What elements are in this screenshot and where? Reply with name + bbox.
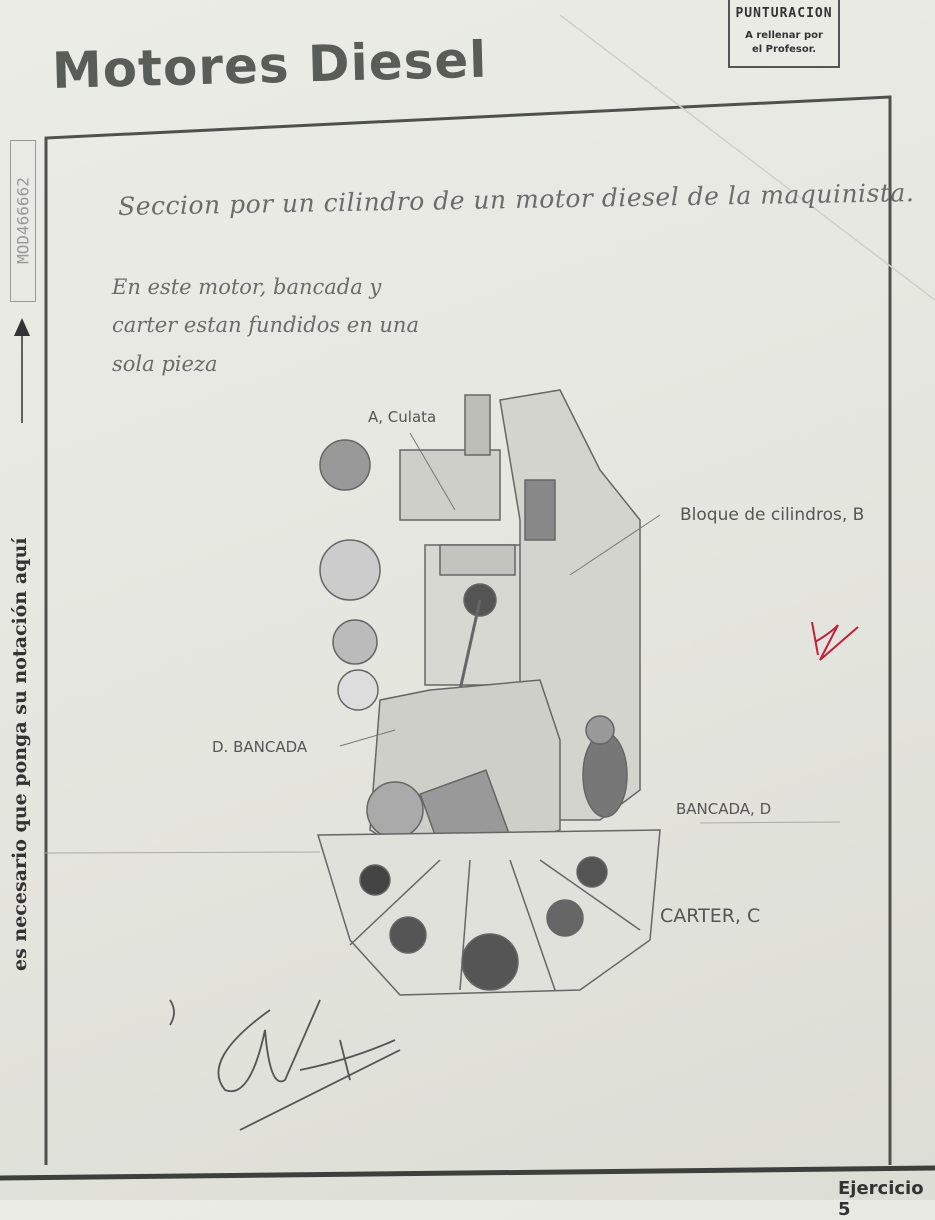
id-stamp: MOD466662 [13,177,33,264]
label-culata: A, Culata [368,408,437,426]
signature-icon [169,999,401,1131]
score-note-line: el Profesor. [751,44,817,55]
exercise-label: Ejercicio 5 [838,1178,924,1220]
arrow-up-icon [14,318,30,423]
engine-section-drawing [44,389,841,996]
page-title: Motores Diesel [51,30,489,100]
id-stamp-box: MOD466662 [10,140,36,302]
score-box-title: PUNTURACION [735,6,833,21]
margin-instruction: es necesario que ponga su notación aquí [9,537,31,971]
label-bloque: Bloque de cilindros, B [680,505,865,525]
note-line: En este motor, bancada y [112,275,382,299]
note-line: carter estan fundidos en una [112,313,419,337]
score-box-note: A rellenar por el Profesor. [730,29,838,57]
label-bancada-left: D. BANCADA [212,738,308,756]
note-line: sola pieza [112,352,218,376]
grade-mark-icon [811,621,859,661]
bottom-rule [0,1165,935,1181]
score-note-line: A rellenar por [745,30,823,41]
label-bancada-right: BANCADA, D [676,800,772,818]
label-carter: CARTER, C [660,905,761,927]
score-box: PUNTURACION A rellenar por el Profesor. [728,0,840,68]
frame-border [44,95,892,1165]
paper-fold [559,14,935,301]
